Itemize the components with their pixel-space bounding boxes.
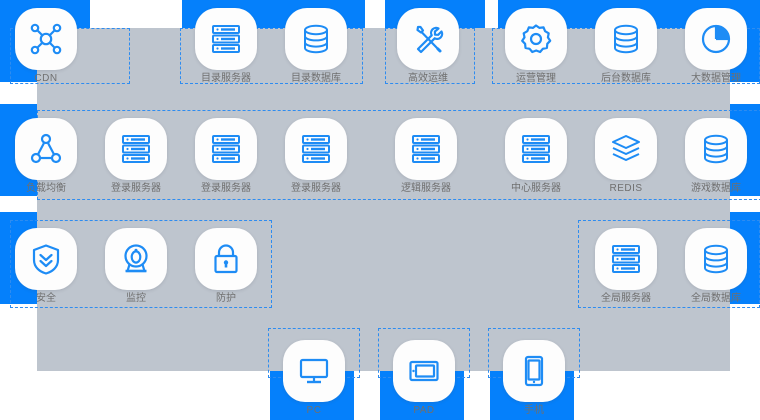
node-login-1[interactable]: 登录服务器 [104, 118, 168, 195]
game-db-card[interactable] [685, 118, 747, 180]
node-label: 逻辑服务器 [401, 183, 451, 194]
monitor-card[interactable] [105, 228, 167, 290]
node-label: PAD [413, 405, 435, 416]
center-card[interactable] [505, 118, 567, 180]
node-label: 高效运维 [408, 73, 448, 84]
node-label: 运营管理 [516, 73, 556, 84]
logic-card[interactable] [395, 118, 457, 180]
ops-manage-card[interactable] [505, 8, 567, 70]
node-global-srv[interactable]: 全局服务器 [594, 228, 658, 305]
camera-icon [119, 242, 153, 276]
node-label: 目录数据库 [291, 73, 341, 84]
server-icon [609, 242, 643, 276]
node-pc[interactable]: PC [282, 340, 346, 417]
security-card[interactable] [15, 228, 77, 290]
node-label: 大数据管理 [691, 73, 741, 84]
phone-icon [517, 354, 551, 388]
node-login-3[interactable]: 登录服务器 [284, 118, 348, 195]
node-label: 防护 [216, 293, 236, 304]
desktop-icon [297, 354, 331, 388]
server-icon [119, 132, 153, 166]
dir-db-card[interactable] [285, 8, 347, 70]
node-redis[interactable]: REDIS [594, 118, 658, 195]
database-icon [699, 132, 733, 166]
node-label: 负载均衡 [26, 183, 66, 194]
ops-card[interactable] [397, 8, 459, 70]
group-box-directory [180, 28, 363, 84]
node-label: 登录服务器 [111, 183, 161, 194]
dir-server-card[interactable] [195, 8, 257, 70]
protect-card[interactable] [195, 228, 257, 290]
tablet-icon [407, 354, 441, 388]
server-icon [209, 22, 243, 56]
node-security[interactable]: 安全 [14, 228, 78, 305]
server-icon [209, 132, 243, 166]
node-center[interactable]: 中心服务器 [504, 118, 568, 195]
node-ops-manage[interactable]: 运营管理 [504, 8, 568, 85]
node-game-db[interactable]: 游戏数据库 [684, 118, 748, 195]
node-ops[interactable]: 高效运维 [396, 8, 460, 85]
node-label: 监控 [126, 293, 146, 304]
node-backend-db[interactable]: 后台数据库 [594, 8, 658, 85]
lb-card[interactable] [15, 118, 77, 180]
node-mobile[interactable]: 手机 [502, 340, 566, 417]
node-monitor[interactable]: 监控 [104, 228, 168, 305]
node-label: 全局数据库 [691, 293, 741, 304]
database-icon [609, 22, 643, 56]
node-dir-db[interactable]: 目录数据库 [284, 8, 348, 85]
lock-icon [209, 242, 243, 276]
database-icon [299, 22, 333, 56]
group-box-security [10, 220, 272, 308]
pad-card[interactable] [393, 340, 455, 402]
node-bigdata[interactable]: 大数据管理 [684, 8, 748, 85]
mobile-card[interactable] [503, 340, 565, 402]
redis-card[interactable] [595, 118, 657, 180]
node-label: 中心服务器 [511, 183, 561, 194]
global-db-card[interactable] [685, 228, 747, 290]
node-label: 目录服务器 [201, 73, 251, 84]
node-global-db[interactable]: 全局数据库 [684, 228, 748, 305]
server-icon [409, 132, 443, 166]
shield-icon [29, 242, 63, 276]
node-label: 手机 [524, 405, 544, 416]
gear-icon [519, 22, 553, 56]
node-label: REDIS [609, 183, 643, 194]
bigdata-card[interactable] [685, 8, 747, 70]
node-label: PC [306, 405, 322, 416]
cdn-network-icon [28, 21, 64, 57]
node-label: 安全 [36, 293, 56, 304]
server-icon [299, 132, 333, 166]
node-pad[interactable]: PAD [392, 340, 456, 417]
load-balancer-icon [29, 132, 63, 166]
node-label: 后台数据库 [601, 73, 651, 84]
server-icon [519, 132, 553, 166]
pie-chart-icon [699, 22, 733, 56]
backend-db-card[interactable] [595, 8, 657, 70]
login-1-card[interactable] [105, 118, 167, 180]
node-label: CDN [34, 73, 58, 84]
node-dir-server[interactable]: 目录服务器 [194, 8, 258, 85]
tools-icon [411, 22, 445, 56]
login-3-card[interactable] [285, 118, 347, 180]
database-icon [699, 242, 733, 276]
global-srv-card[interactable] [595, 228, 657, 290]
login-2-card[interactable] [195, 118, 257, 180]
pc-card[interactable] [283, 340, 345, 402]
node-label: 登录服务器 [201, 183, 251, 194]
node-lb[interactable]: 负载均衡 [14, 118, 78, 195]
node-logic[interactable]: 逻辑服务器 [394, 118, 458, 195]
node-label: 登录服务器 [291, 183, 341, 194]
node-login-2[interactable]: 登录服务器 [194, 118, 258, 195]
node-label: 游戏数据库 [691, 183, 741, 194]
cdn-card[interactable] [15, 8, 77, 70]
node-label: 全局服务器 [601, 293, 651, 304]
layers-icon [609, 132, 643, 166]
node-cdn[interactable]: CDN [14, 8, 78, 85]
node-protect[interactable]: 防护 [194, 228, 258, 305]
